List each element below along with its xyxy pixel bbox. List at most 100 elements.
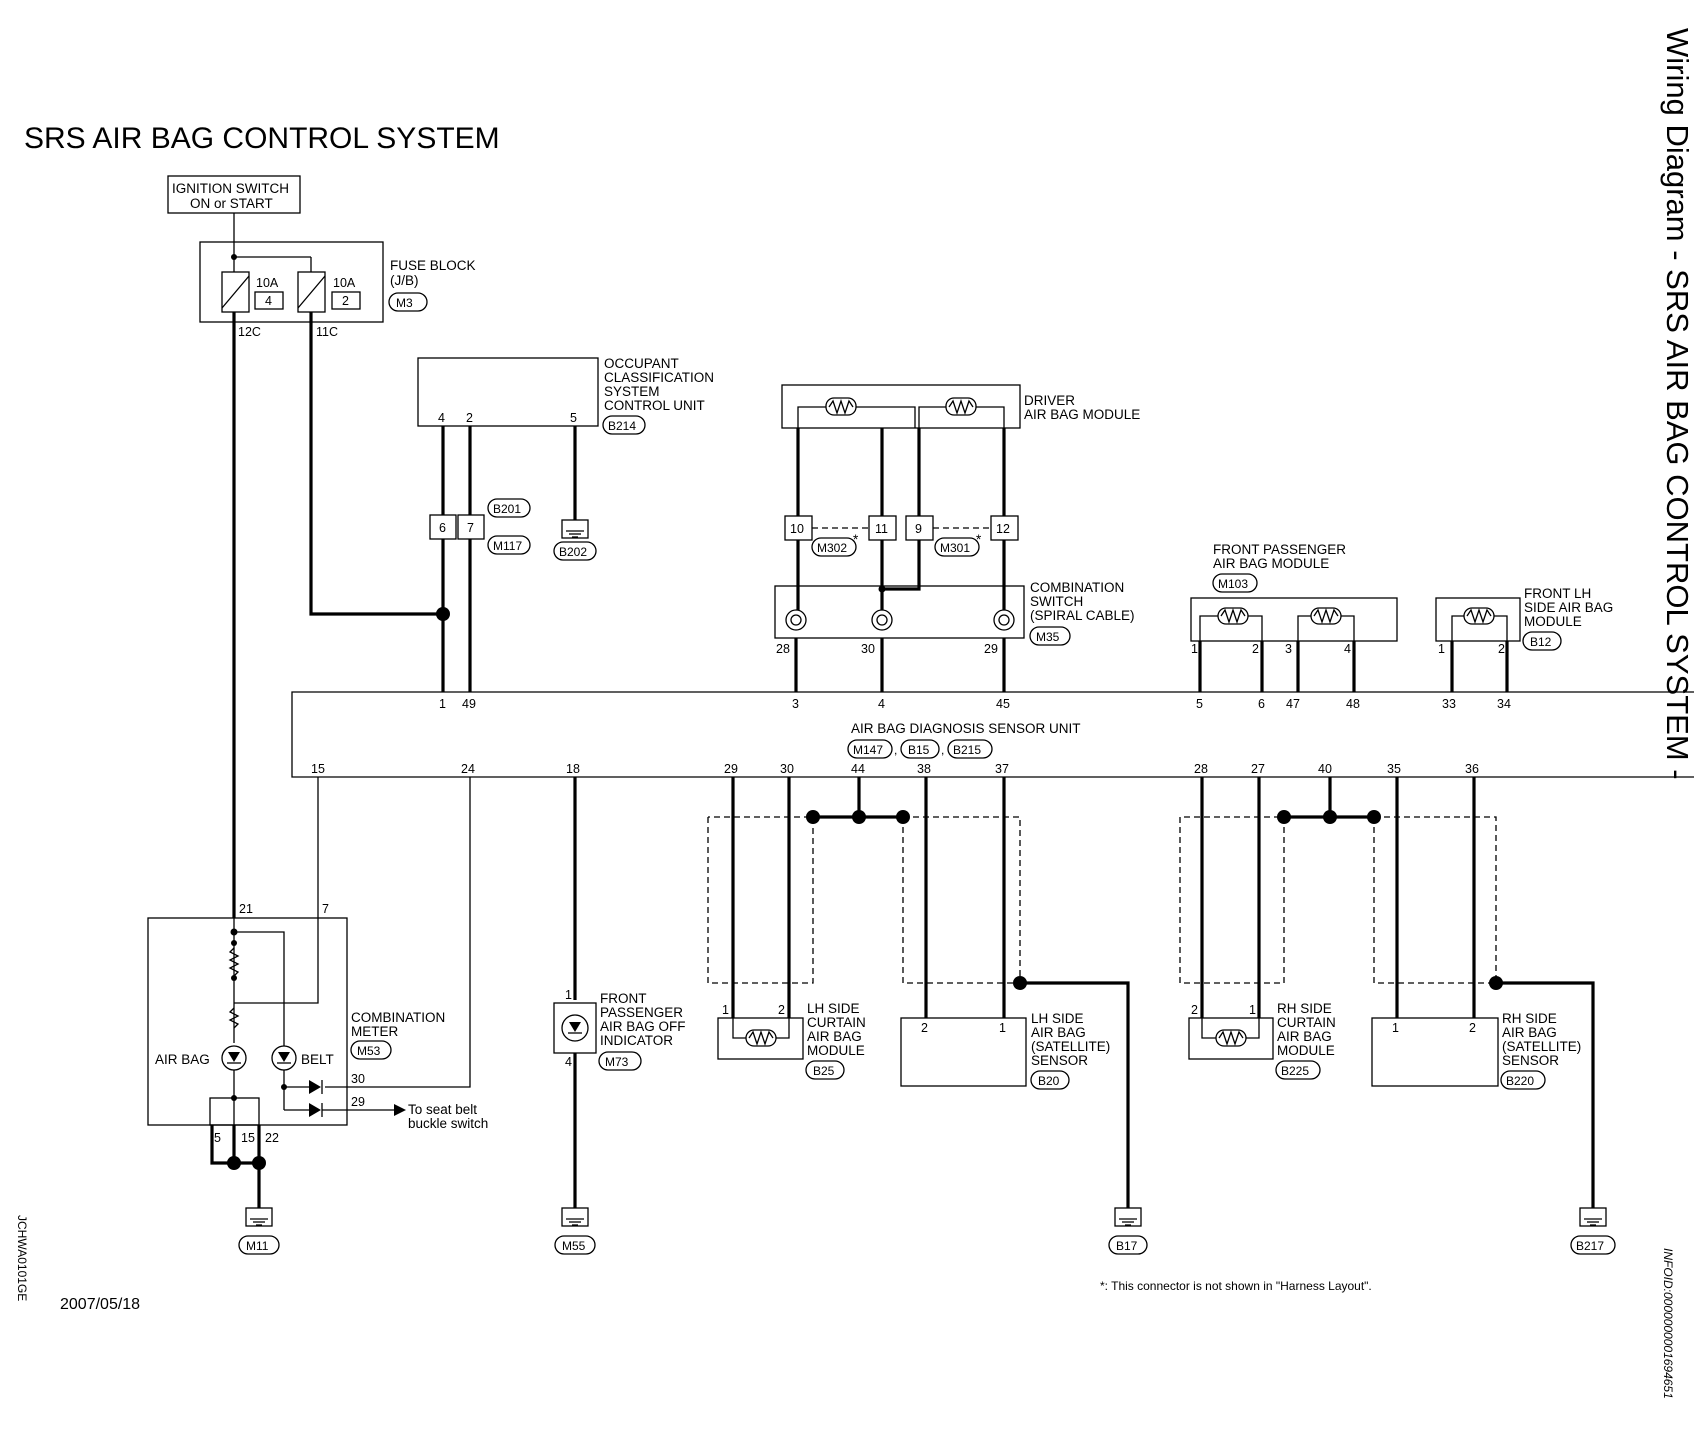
rhs-pin-2: 2	[1469, 1021, 1476, 1035]
fuse-b-no: 2	[342, 294, 349, 308]
meter-pin-7: 7	[322, 902, 329, 916]
switch-label-2: SWITCH	[1030, 594, 1083, 609]
spiral-star-1: *	[853, 532, 859, 547]
fp-label-2: AIR BAG MODULE	[1213, 556, 1329, 571]
b201-tag: B201	[493, 502, 521, 516]
lhc-pin-1: 1	[722, 1003, 729, 1017]
rhc-label-2: CURTAIN	[1277, 1015, 1336, 1030]
ocs-pin-5: 5	[570, 411, 577, 425]
indicator-label-3: AIR BAG OFF	[600, 1019, 686, 1034]
b201-connector: 6 7 B201 M117	[429, 498, 531, 555]
rh-side-curtain-air-bag-module: 2 1 RH SIDE CURTAIN AIR BAG MODULE B225	[1188, 1001, 1336, 1080]
ocs-label-1: OCCUPANT	[604, 356, 679, 371]
lh-side-curtain-air-bag-module: 1 2 LH SIDE CURTAIN AIR BAG MODULE B25	[717, 1001, 866, 1080]
ocs-pin-4: 4	[438, 411, 445, 425]
fp-connector: M103	[1218, 577, 1248, 591]
diag-connector-b15: B15	[908, 743, 930, 757]
footnote: *: This connector is not shown in "Harne…	[1100, 1279, 1372, 1293]
lhc-label-4: MODULE	[807, 1043, 865, 1058]
front-lh-side-air-bag-module: 1 2 FRONT LH SIDE AIR BAG MODULE B12	[1435, 586, 1613, 656]
ground-m11-tag: M11	[246, 1239, 269, 1253]
fuse-out-a: 12C	[238, 325, 261, 339]
flh-label-2: SIDE AIR BAG	[1524, 600, 1613, 615]
meter-airbag-label: AIR BAG	[155, 1052, 210, 1067]
b201-pin-6: 6	[439, 521, 446, 535]
diag-bot-pin-15: 15	[311, 762, 325, 776]
rhs-label-4: SENSOR	[1502, 1053, 1559, 1068]
rhc-label-4: MODULE	[1277, 1043, 1335, 1058]
lhc-label-2: CURTAIN	[807, 1015, 866, 1030]
fuse-block-label: FUSE BLOCK	[390, 258, 476, 273]
diag-top-pin-45: 45	[996, 697, 1010, 711]
lhc-connector: B25	[813, 1064, 835, 1078]
fuse-block-jb: (J/B)	[390, 273, 419, 288]
diag-top-pin-6: 6	[1258, 697, 1265, 711]
diag-bot-pin-27: 27	[1251, 762, 1265, 776]
diag-top-pin-1: 1	[439, 697, 446, 711]
diag-connector-m147: M147	[853, 743, 883, 757]
switch-pin-29: 29	[984, 642, 998, 656]
meter-pin-15: 15	[241, 1131, 255, 1145]
front-passenger-air-bag-module: FRONT PASSENGER AIR BAG MODULE M103 1 2 …	[1190, 542, 1398, 656]
flh-pin-1: 1	[1438, 642, 1445, 656]
fuse-a-amp: 10A	[256, 276, 279, 290]
switch-label-3: (SPIRAL CABLE)	[1030, 608, 1135, 623]
ground-m55-tag: M55	[562, 1239, 586, 1253]
lhs-label-3: (SATELLITE)	[1031, 1039, 1110, 1054]
diag-top-pin-49: 49	[462, 697, 476, 711]
meter-pin-21: 21	[239, 902, 253, 916]
indicator-label-4: INDICATOR	[600, 1033, 673, 1048]
ground-m11: M11	[238, 1207, 280, 1255]
diag-bot-pin-18: 18	[566, 762, 580, 776]
lhs-connector: B20	[1038, 1074, 1060, 1088]
driver-label-1: DRIVER	[1024, 393, 1075, 408]
diag-top-pin-48: 48	[1346, 697, 1360, 711]
spiral-pin-10: 10	[790, 522, 804, 536]
rhs-label-1: RH SIDE	[1502, 1011, 1557, 1026]
lhs-label-2: AIR BAG	[1031, 1025, 1086, 1040]
fp-label-1: FRONT PASSENGER	[1213, 542, 1346, 557]
ground-b202-tag: B202	[559, 545, 587, 559]
lhs-label-4: SENSOR	[1031, 1053, 1088, 1068]
rhs-label-3: (SATELLITE)	[1502, 1039, 1581, 1054]
m302-tag: M302	[817, 541, 847, 555]
spiral-pin-9: 9	[915, 522, 922, 536]
diag-top-pin-47: 47	[1286, 697, 1300, 711]
fuse-out-b: 11C	[316, 325, 338, 339]
ocs-pin-2: 2	[466, 411, 473, 425]
date: 2007/05/18	[60, 1296, 140, 1313]
left-code: JCHWA0101GE	[15, 1215, 29, 1301]
ground-b217: B217	[1570, 1207, 1616, 1255]
flh-pin-2: 2	[1498, 642, 1505, 656]
lhs-pin-1: 1	[999, 1021, 1006, 1035]
diag-bot-pin-44: 44	[851, 762, 865, 776]
diag-bot-pin-29: 29	[724, 762, 738, 776]
meter-pin-30: 30	[351, 1072, 365, 1086]
lhs-pin-2: 2	[921, 1021, 928, 1035]
diag-top-pin-4: 4	[878, 697, 885, 711]
ocs-label-4: CONTROL UNIT	[604, 398, 705, 413]
driver-air-bag-module: DRIVER AIR BAG MODULE	[781, 384, 1140, 429]
lhc-label-3: AIR BAG	[807, 1029, 862, 1044]
diag-connector-b215: B215	[953, 743, 981, 757]
meter-belt-label: BELT	[301, 1052, 334, 1067]
diag-bot-pin-28: 28	[1194, 762, 1208, 776]
diag-bot-pin-40: 40	[1318, 762, 1332, 776]
passenger-air-bag-off-indicator: 1 4 FRONT PASSENGER AIR BAG OFF INDICATO…	[553, 988, 686, 1071]
spiral-pin-11: 11	[875, 522, 888, 536]
indicator-connector: M73	[605, 1055, 629, 1069]
fuse-a-no: 4	[265, 294, 272, 308]
combination-meter: 21 7 AIR BAG BELT 30 29 To seat belt buc…	[147, 902, 488, 1145]
diag-top-pin-34: 34	[1497, 697, 1511, 711]
diag-top-pin-3: 3	[792, 697, 799, 711]
switch-pin-30: 30	[861, 642, 875, 656]
indicator-label-2: PASSENGER	[600, 1005, 683, 1020]
diag-bot-pin-35: 35	[1387, 762, 1401, 776]
fuse-block-connector: M3	[396, 296, 413, 310]
spiral-pin-12: 12	[996, 522, 1010, 536]
meter-pin-5: 5	[214, 1131, 221, 1145]
right-code: INFOID:0000000001694651	[1661, 1248, 1675, 1399]
rhs-connector: B220	[1506, 1074, 1534, 1088]
diag-bot-pin-36: 36	[1465, 762, 1479, 776]
meter-pin-22: 22	[265, 1131, 279, 1145]
